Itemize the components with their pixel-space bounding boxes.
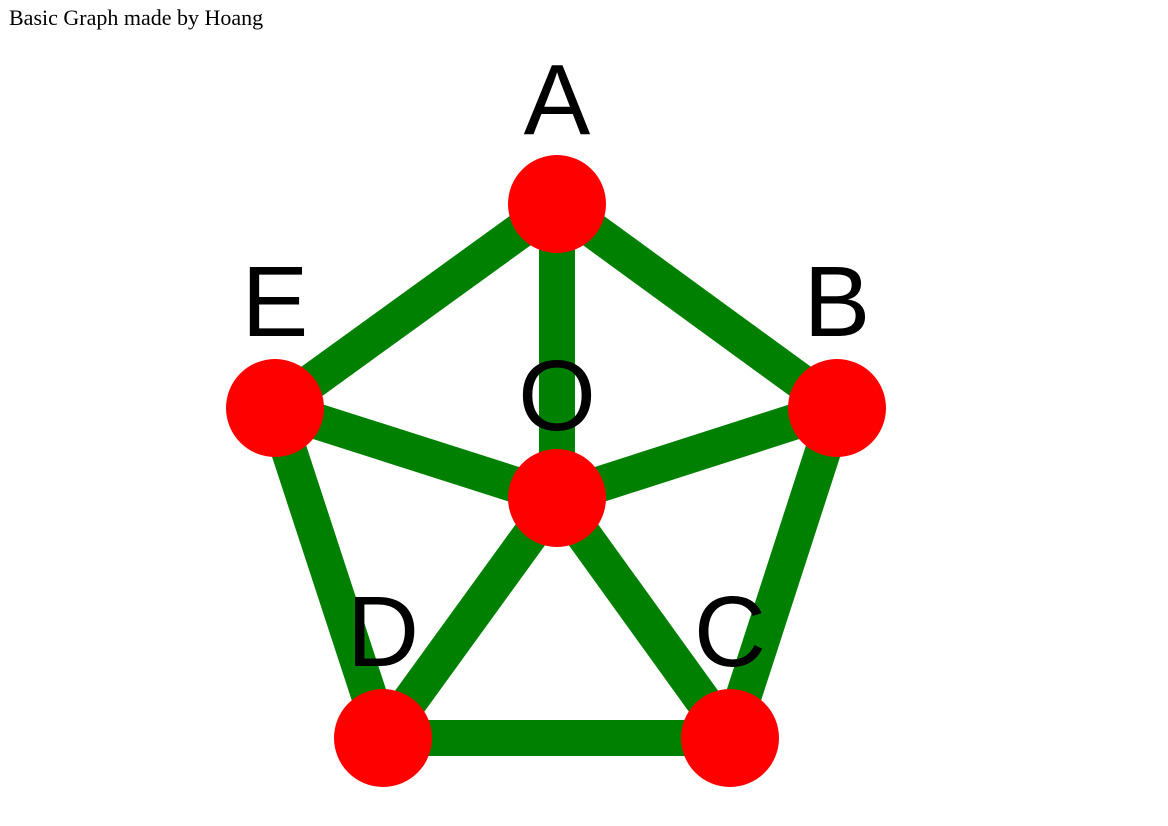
node-c [681, 689, 779, 787]
node-d [334, 689, 432, 787]
node-label-a: A [524, 44, 591, 156]
nodes-layer [226, 155, 886, 787]
labels-layer: A B C D E O [242, 44, 871, 688]
node-e [226, 359, 324, 457]
node-a [508, 155, 606, 253]
edge-o-e [269, 390, 563, 516]
edge-b-c [712, 402, 855, 744]
page-caption: Basic Graph made by Hoang [9, 5, 264, 30]
node-o [508, 449, 606, 547]
node-label-c: C [694, 576, 766, 688]
edge-e-a [264, 189, 568, 423]
node-label-e: E [242, 246, 309, 358]
edge-o-d [368, 487, 572, 749]
node-label-b: B [804, 246, 871, 358]
node-b [788, 359, 886, 457]
node-label-d: D [347, 576, 419, 688]
edge-o-b [551, 390, 843, 516]
node-label-o: O [518, 340, 596, 452]
edge-a-b [546, 189, 848, 423]
edge-d-e [257, 402, 401, 744]
edges-layer [257, 189, 855, 756]
edge-o-c [542, 487, 745, 749]
